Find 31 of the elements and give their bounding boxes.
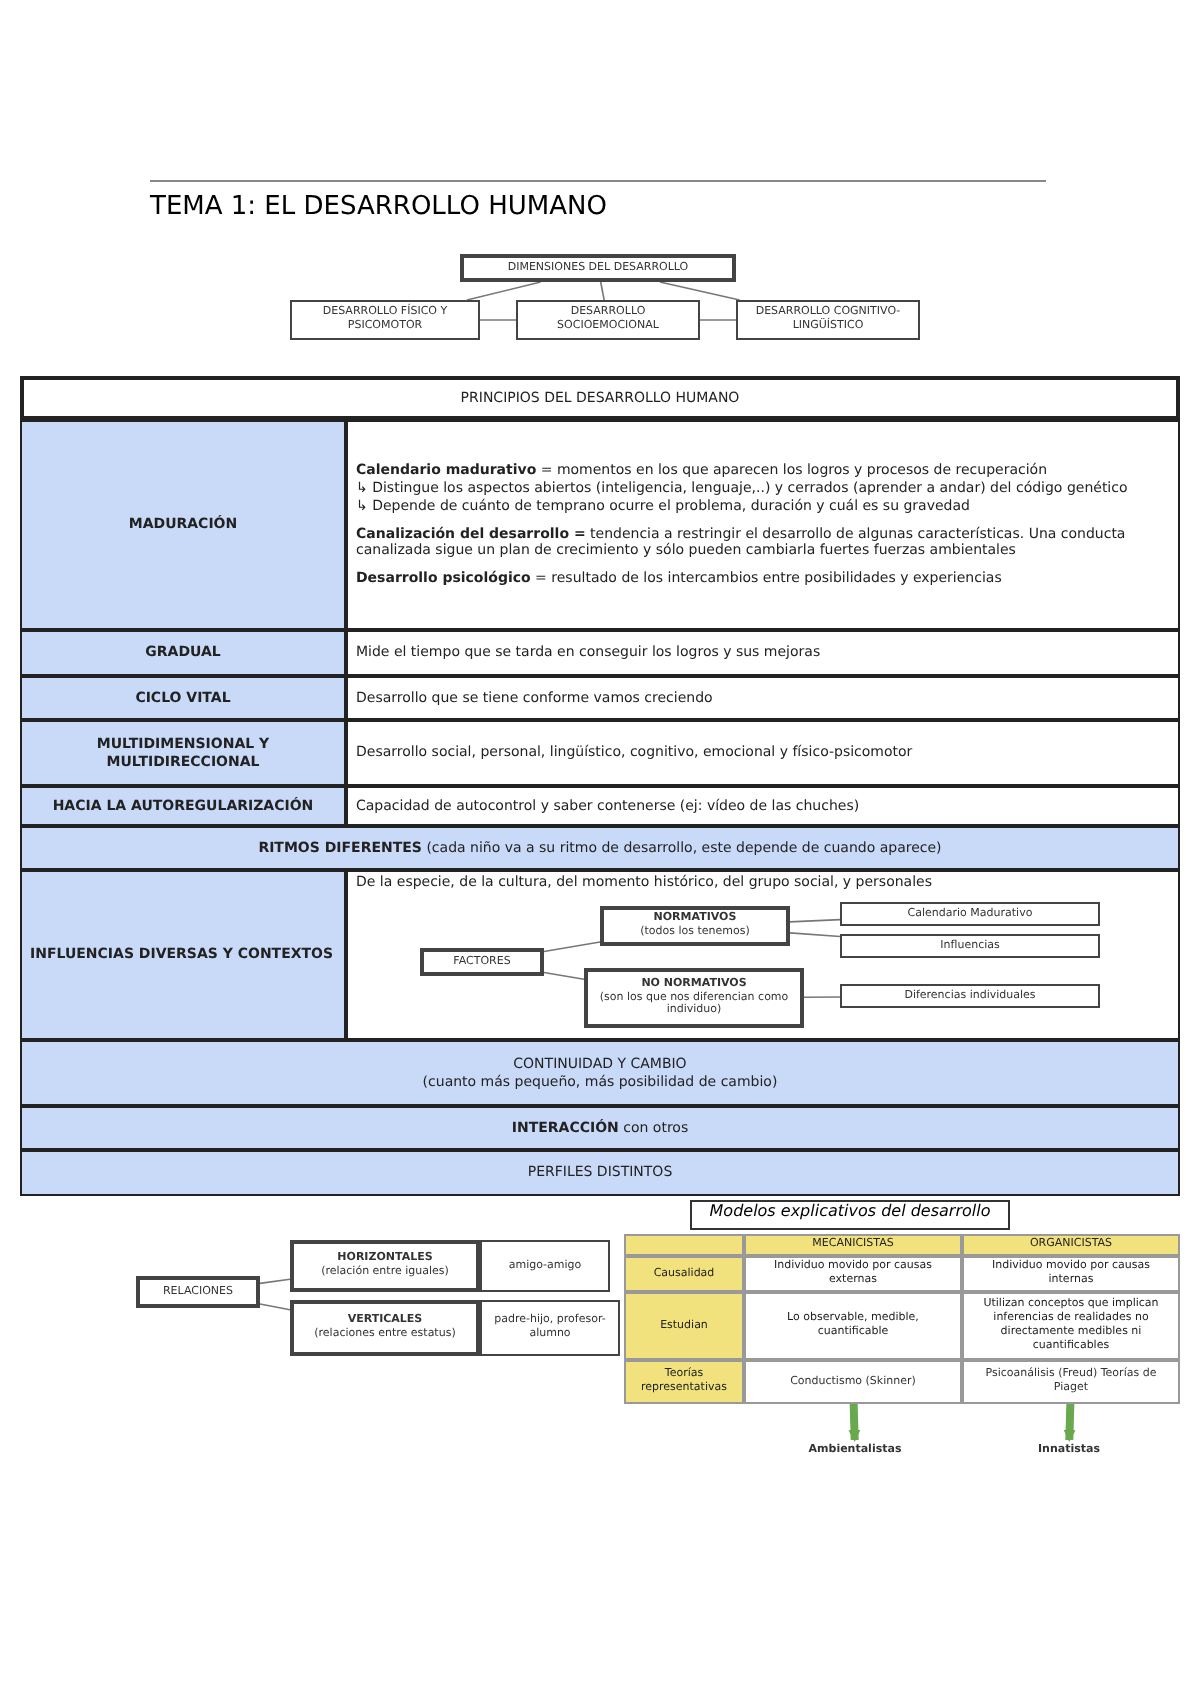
page-title: TEMA 1: EL DESARROLLO HUMANO xyxy=(150,192,607,222)
connector-line xyxy=(543,941,601,953)
concept-box xyxy=(480,1300,620,1356)
concept-box xyxy=(840,902,1100,926)
connector-line xyxy=(789,932,841,938)
table-cell xyxy=(962,1360,1180,1404)
concept-box xyxy=(460,254,736,282)
table-title: Modelos explicativos del desarrollo xyxy=(690,1200,1010,1230)
concept-box xyxy=(516,300,700,340)
concept-box xyxy=(136,1276,260,1308)
arrow xyxy=(1063,1403,1076,1442)
connector-line xyxy=(789,918,841,923)
connector-line xyxy=(259,1278,291,1285)
concept-box xyxy=(290,1240,480,1292)
connector-line xyxy=(479,319,517,321)
concept-box xyxy=(584,968,804,1028)
connector-line xyxy=(543,971,585,981)
concept-box xyxy=(840,934,1100,958)
concept-box xyxy=(600,906,790,946)
arrow xyxy=(848,1403,861,1442)
connector-line xyxy=(259,1303,291,1311)
connector-line xyxy=(699,319,737,321)
concept-box xyxy=(480,1240,610,1292)
table-cell xyxy=(744,1360,962,1404)
connector-line xyxy=(599,281,605,301)
connector-line xyxy=(803,996,841,998)
concept-box xyxy=(290,300,480,340)
concept-box xyxy=(736,300,920,340)
concept-box xyxy=(420,948,544,976)
concept-box xyxy=(290,1300,480,1356)
concept-box xyxy=(840,984,1100,1008)
